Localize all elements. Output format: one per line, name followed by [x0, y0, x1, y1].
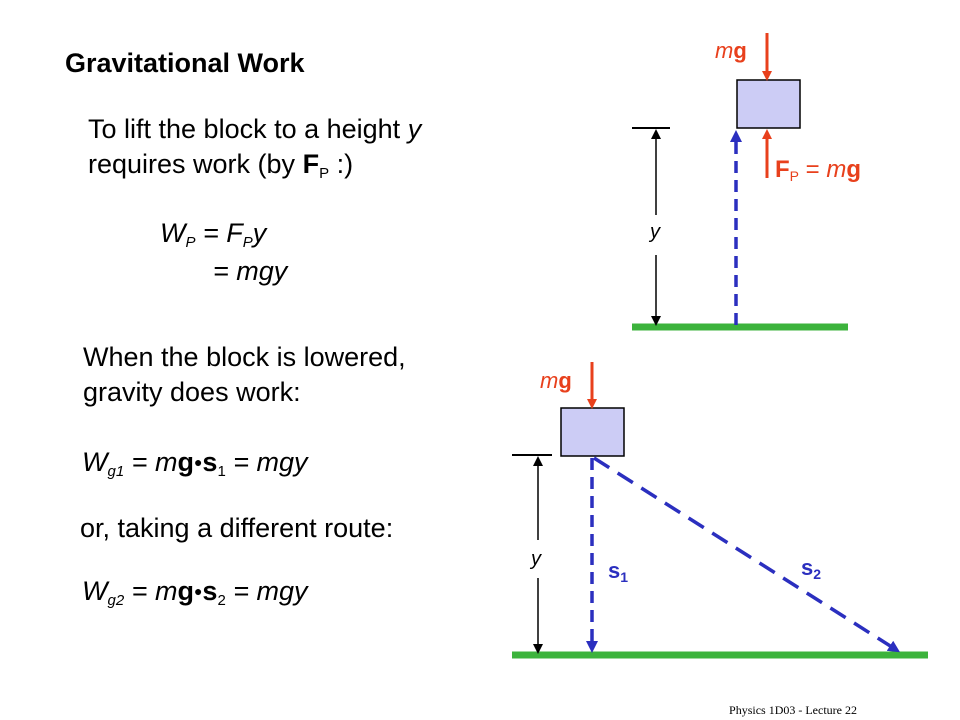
route-text: or, taking a different route:	[80, 513, 394, 543]
footer-lecture: Physics 1D03 - Lecture 22	[729, 703, 857, 717]
bottom-diagram: mg s1 s2 y	[512, 362, 928, 659]
work-g2-equation: Wg2 = mg●s2 = mgy	[82, 576, 308, 609]
mg-label-bottom: mg	[540, 368, 572, 393]
slide-title: Gravitational Work	[65, 48, 305, 78]
top-diagram: mg FP = mg y	[632, 33, 861, 331]
lift-equation-result: = mgy	[213, 256, 288, 286]
s2-label: s2	[801, 555, 821, 582]
s1-label: s1	[608, 558, 628, 585]
lower-text: When the block is lowered, gravity does …	[83, 342, 406, 407]
block-top	[736, 79, 801, 129]
lift-equation: WP = FPy	[160, 218, 267, 251]
work-g1-equation: Wg1 = mg●s1 = mgy	[82, 447, 308, 480]
height-label-top: y	[648, 221, 661, 243]
lift-text: To lift the block to a height y requires…	[88, 114, 422, 182]
block-bottom	[560, 407, 625, 457]
mg-label-top: mg	[715, 38, 747, 63]
height-label-bottom: y	[529, 548, 542, 570]
fp-label: FP = mg	[775, 156, 861, 184]
path-s2	[593, 456, 901, 653]
